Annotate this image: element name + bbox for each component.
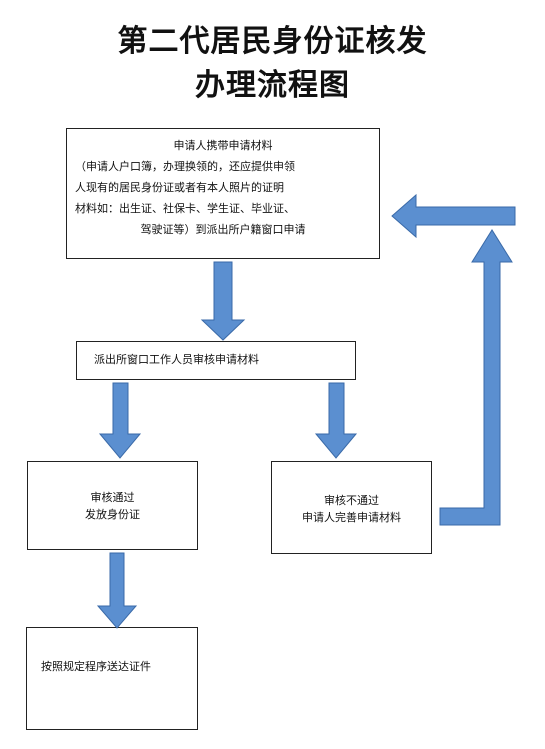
node-apply-line-2: （申请人户口簿，办理换领的，还应提供申领 [75, 160, 295, 173]
node-pass-line-1: 审核通过 [90, 491, 135, 504]
node-deliver-line-1: 按照规定程序送达证件 [41, 660, 151, 673]
node-fail: 审核不通过 申请人完善申请材料 [271, 461, 432, 554]
node-apply-line-1: 申请人携带申请材料 [173, 139, 273, 152]
node-apply-line-4: 材料如：出生证、社保卡、学生证、毕业证、 [75, 202, 295, 215]
node-review: 派出所窗口工作人员审核申请材料 [76, 341, 356, 380]
arrow-fail-back-to-apply [439, 229, 513, 526]
node-pass-line-2: 发放身份证 [85, 508, 140, 521]
node-review-line-1: 派出所窗口工作人员审核申请材料 [94, 353, 259, 366]
arrow-return-to-apply [391, 193, 516, 239]
node-deliver: 按照规定程序送达证件 [26, 627, 198, 730]
node-fail-line-2: 申请人完善申请材料 [302, 511, 401, 524]
diagram-title-line-1: 第二代居民身份证核发 [117, 24, 428, 59]
node-apply-line-5: 驾驶证等）到派出所户籍窗口申请 [140, 223, 306, 236]
arrow-pass-to-deliver [96, 552, 138, 629]
node-apply: 申请人携带申请材料 （申请人户口簿，办理换领的，还应提供申领 人现有的居民身份证… [66, 128, 380, 259]
node-pass: 审核通过 发放身份证 [27, 461, 198, 550]
arrow-review-to-fail [314, 382, 358, 459]
arrow-review-to-pass [98, 382, 142, 459]
node-fail-line-1: 审核不通过 [324, 494, 379, 507]
arrow-apply-to-review [200, 261, 246, 341]
node-apply-line-3: 人现有的居民身份证或者有本人照片的证明 [75, 181, 284, 194]
diagram-title-line-2: 办理流程图 [195, 68, 350, 103]
